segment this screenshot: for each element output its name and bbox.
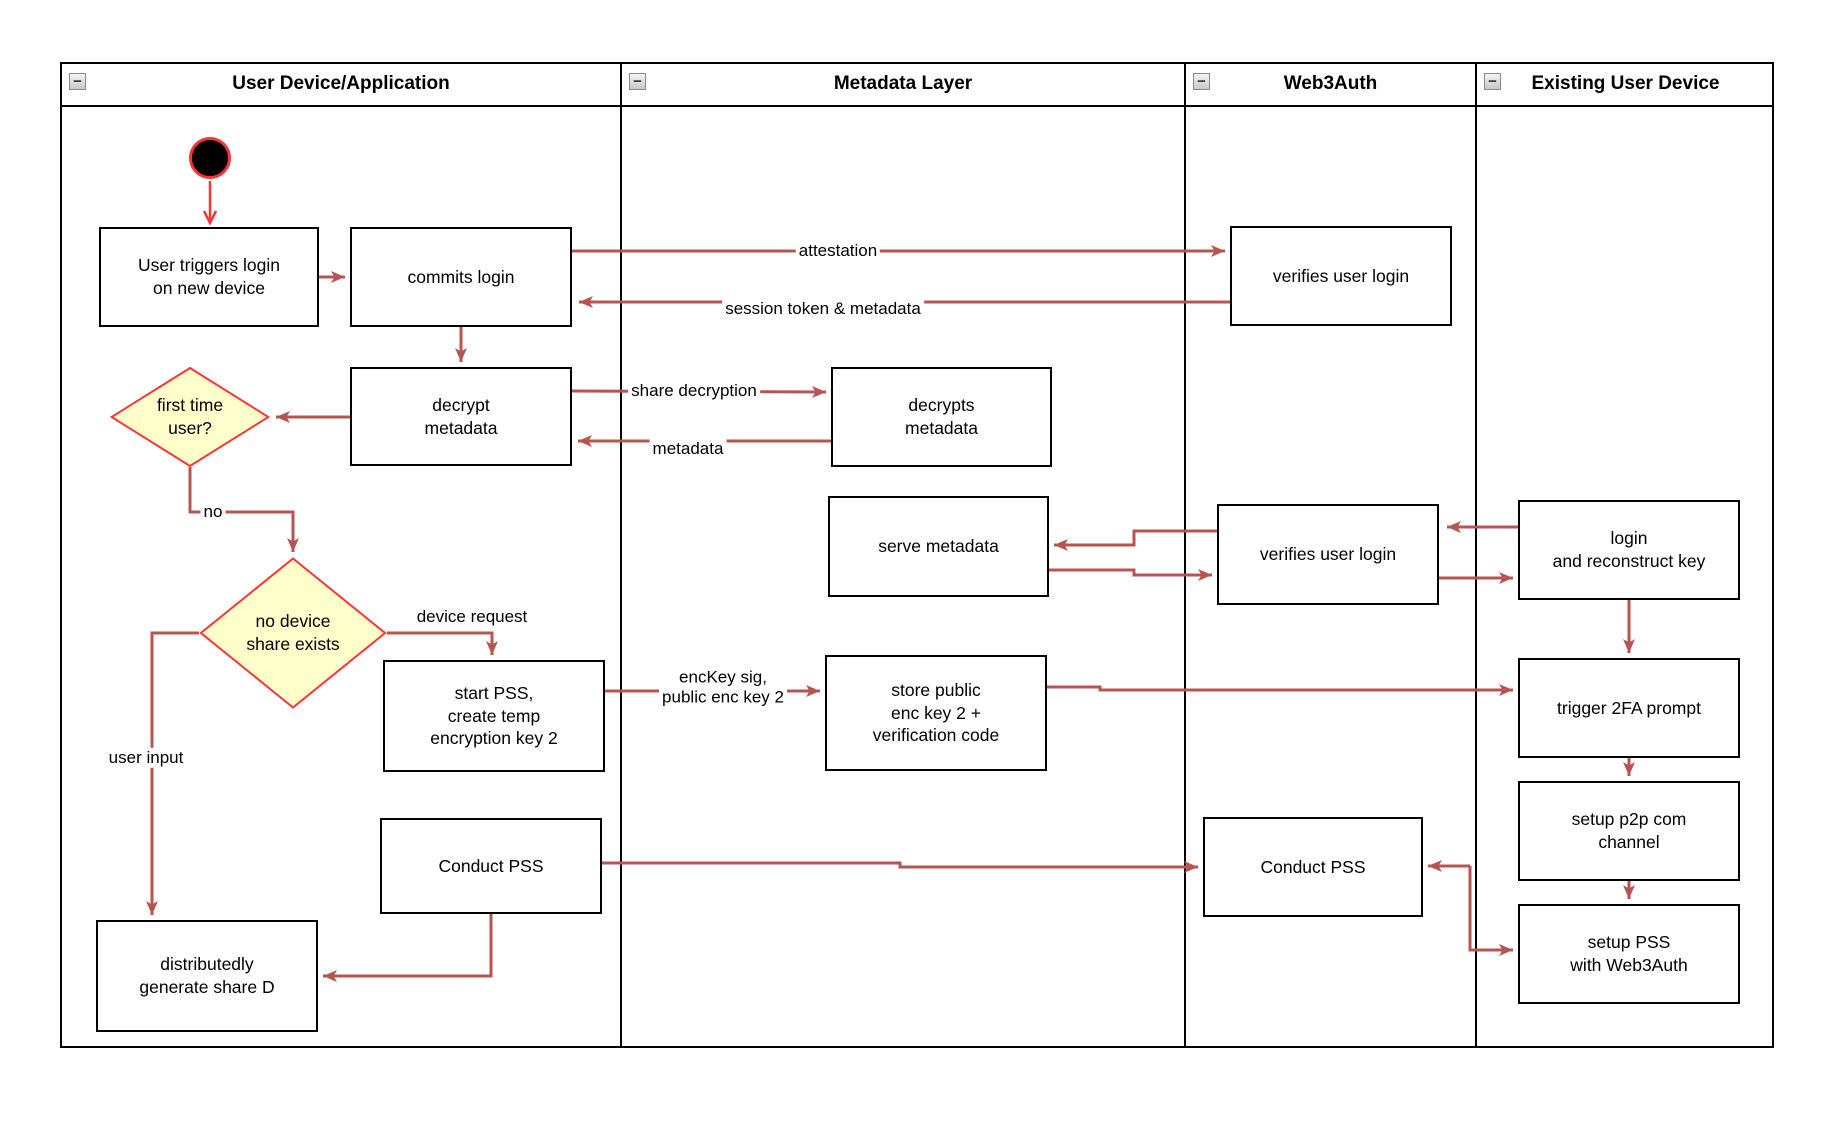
node-login-reconstruct-key[interactable]: login and reconstruct key	[1518, 500, 1740, 600]
edge-label-no: no	[200, 501, 226, 523]
node-commits-login[interactable]: commits login	[350, 227, 572, 327]
decision-no-device-share[interactable]: no device share exists	[199, 557, 387, 709]
lane-header-web3auth: − Web3Auth	[1186, 62, 1475, 107]
edge-label-session-token: session token & metadata	[722, 298, 924, 320]
start-node[interactable]	[189, 137, 231, 179]
node-user-triggers-login[interactable]: User triggers login on new device	[99, 227, 319, 327]
edge-label-attestation: attestation	[795, 240, 881, 262]
edge-label-enckey: encKey sig, public enc key 2	[659, 667, 787, 709]
lane-divider-1	[620, 62, 622, 1048]
node-conduct-pss-user[interactable]: Conduct PSS	[380, 818, 602, 914]
lane-title: User Device/Application	[232, 72, 450, 94]
lane-header-metadata-layer: − Metadata Layer	[622, 62, 1184, 107]
decision-first-time-user[interactable]: first time user?	[110, 367, 270, 467]
decision-label: no device share exists	[246, 611, 340, 654]
decision-label: first time user?	[156, 395, 224, 438]
node-conduct-pss-web3auth[interactable]: Conduct PSS	[1203, 817, 1423, 917]
node-decrypt-metadata[interactable]: decrypt metadata	[350, 367, 572, 466]
node-start-pss[interactable]: start PSS, create temp encryption key 2	[383, 660, 605, 772]
node-serve-metadata[interactable]: serve metadata	[828, 496, 1049, 597]
edge-label-user-input: user input	[105, 747, 187, 769]
lane-title: Web3Auth	[1283, 72, 1378, 94]
lane-header-existing-device: − Existing User Device	[1477, 62, 1774, 107]
lane-title: Existing User Device	[1531, 72, 1720, 94]
node-verifies-user-login-1[interactable]: verifies user login	[1230, 226, 1452, 326]
edge-label-share-decryption: share decryption	[628, 380, 760, 402]
node-setup-p2p[interactable]: setup p2p com channel	[1518, 781, 1740, 881]
node-trigger-2fa[interactable]: trigger 2FA prompt	[1518, 658, 1740, 758]
collapse-icon[interactable]: −	[629, 73, 646, 90]
node-decrypts-metadata[interactable]: decrypts metadata	[831, 367, 1052, 467]
lane-divider-2	[1184, 62, 1186, 1048]
collapse-icon[interactable]: −	[1484, 73, 1501, 90]
edge-label-device-request: device request	[413, 606, 531, 628]
collapse-icon[interactable]: −	[1193, 73, 1210, 90]
collapse-icon[interactable]: −	[69, 73, 86, 90]
node-distributedly-generate-share[interactable]: distributedly generate share D	[96, 920, 318, 1032]
node-store-public-enc-key[interactable]: store public enc key 2 + verification co…	[825, 655, 1047, 771]
lane-title: Metadata Layer	[833, 72, 973, 94]
node-verifies-user-login-2[interactable]: verifies user login	[1217, 504, 1439, 605]
lane-divider-3	[1475, 62, 1477, 1048]
lane-header-user-device: − User Device/Application	[62, 62, 620, 107]
edge-label-metadata: metadata	[649, 438, 727, 460]
node-setup-pss-web3auth[interactable]: setup PSS with Web3Auth	[1518, 904, 1740, 1004]
